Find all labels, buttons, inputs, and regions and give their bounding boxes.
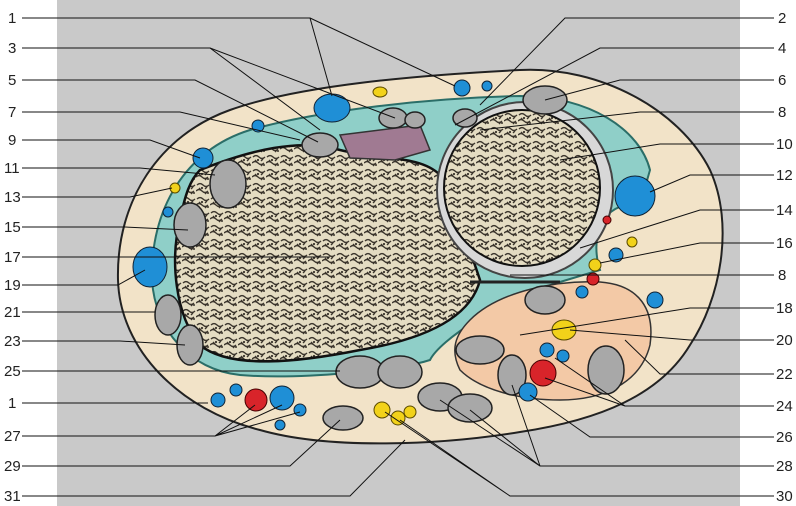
label-right-8: 8 <box>778 104 786 121</box>
tendon <box>525 286 565 314</box>
nerve <box>627 237 637 247</box>
vein <box>163 207 173 217</box>
label-right-26: 26 <box>776 429 793 446</box>
artery <box>245 389 267 411</box>
vein <box>647 292 663 308</box>
label-right-18: 18 <box>776 300 793 317</box>
label-left-19: 19 <box>4 277 21 294</box>
label-left-7: 7 <box>8 104 16 121</box>
label-left-17: 17 <box>4 249 21 266</box>
label-left-29: 29 <box>4 458 21 475</box>
label-right-4: 4 <box>778 40 786 57</box>
label-left-1b: 1 <box>8 395 16 412</box>
label-right-24: 24 <box>776 398 793 415</box>
label-right-22: 22 <box>776 366 793 383</box>
tendon <box>174 203 206 247</box>
tendon <box>448 394 492 422</box>
labels-right: 2 4 6 8 10 12 14 16 8 18 20 22 24 26 28 … <box>776 10 793 505</box>
nerve <box>404 406 416 418</box>
artery <box>530 360 556 386</box>
label-left-11: 11 <box>4 160 20 177</box>
label-left-31: 31 <box>4 488 21 505</box>
label-right-30: 30 <box>776 488 793 505</box>
nerve <box>374 402 390 418</box>
label-right-12: 12 <box>776 167 793 184</box>
label-right-2: 2 <box>778 10 786 27</box>
vein <box>230 384 242 396</box>
tendon <box>210 160 246 208</box>
vein <box>270 386 294 410</box>
label-left-15: 15 <box>4 219 21 236</box>
label-right-14: 14 <box>776 202 793 219</box>
vein <box>314 94 350 122</box>
nerve <box>589 259 601 271</box>
vein <box>482 81 492 91</box>
tendon <box>336 356 384 388</box>
tendon <box>323 406 363 430</box>
tendon <box>378 356 422 388</box>
label-right-6: 6 <box>778 72 786 89</box>
label-right-20: 20 <box>776 332 793 349</box>
label-left-9: 9 <box>8 132 16 149</box>
label-right-16: 16 <box>776 235 793 252</box>
label-left-27: 27 <box>4 428 21 445</box>
label-right-8b: 8 <box>778 267 786 284</box>
label-left-23: 23 <box>4 333 21 350</box>
vein <box>576 286 588 298</box>
nerve <box>373 87 387 97</box>
label-left-3: 3 <box>8 40 16 57</box>
tendon <box>456 336 504 364</box>
vein <box>211 393 225 407</box>
label-left-5: 5 <box>8 72 16 89</box>
tendon <box>405 112 425 128</box>
tendon <box>155 295 181 335</box>
radius-bone <box>444 110 600 266</box>
label-left-13: 13 <box>4 189 21 206</box>
vein <box>133 247 167 287</box>
vein <box>540 343 554 357</box>
vein <box>454 80 470 96</box>
vein <box>615 176 655 216</box>
vein <box>275 420 285 430</box>
artery <box>603 216 611 224</box>
label-right-10: 10 <box>776 136 793 153</box>
label-left-1: 1 <box>8 10 16 27</box>
tendon <box>588 346 624 394</box>
label-left-21: 21 <box>4 304 21 321</box>
label-right-28: 28 <box>776 458 793 475</box>
vein <box>193 148 213 168</box>
tendon <box>379 108 407 128</box>
label-left-25: 25 <box>4 363 21 380</box>
vein <box>294 404 306 416</box>
labels-left: 1 3 5 7 9 11 13 15 17 19 21 23 25 1 27 2… <box>4 10 21 505</box>
